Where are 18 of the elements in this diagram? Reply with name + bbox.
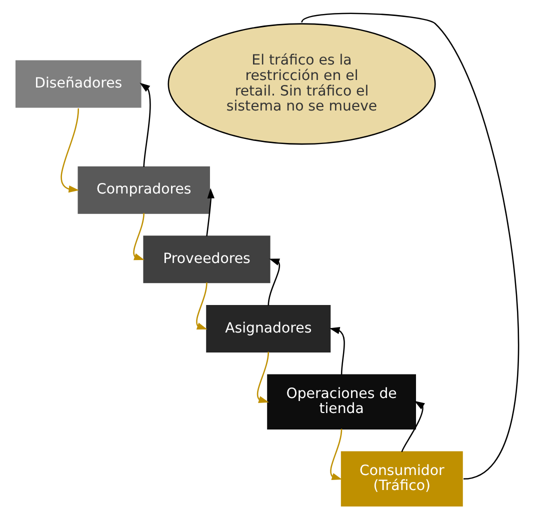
connector — [301, 12, 519, 480]
node-box: Proveedores — [143, 236, 270, 284]
arrow — [329, 327, 345, 375]
arrow — [60, 108, 80, 193]
node-box: Compradores — [78, 166, 210, 214]
node-box: Operaciones de tienda — [267, 374, 416, 430]
node-box: Consumidor (Tráfico) — [340, 451, 463, 506]
node-box: Asignadores — [206, 304, 331, 352]
arrow — [268, 258, 280, 306]
arrow — [206, 188, 215, 236]
arrow — [196, 282, 208, 330]
arrow — [401, 400, 425, 452]
arrow — [133, 213, 144, 260]
arrow — [256, 352, 270, 403]
node-box: Diseñadores — [16, 60, 142, 108]
arrow — [140, 82, 151, 167]
node-ellipse: El tráfico es la restricción en el retail. Sin tráfico el sistema no se mueve — [168, 23, 436, 145]
arrow — [330, 428, 342, 480]
